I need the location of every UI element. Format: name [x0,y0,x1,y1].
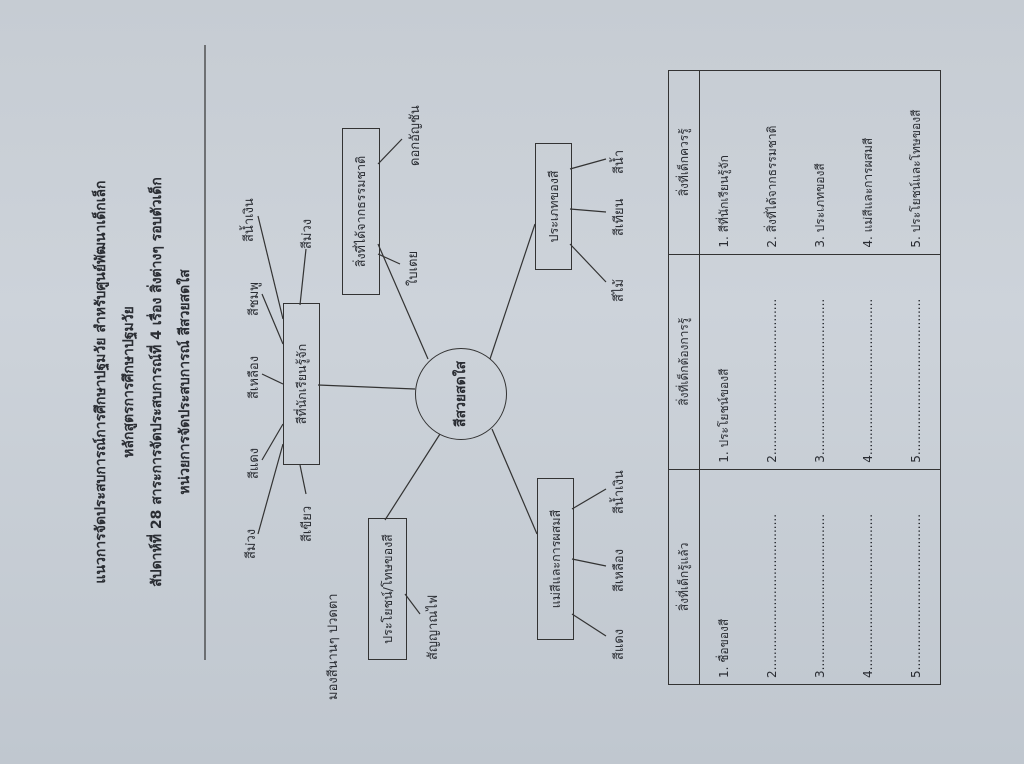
connector-nature [377,243,429,360]
leaf: สีชมพู [247,282,262,316]
leaf: มองสีนานๆ ปวดตา [326,593,341,700]
cell: 2.......................................… [765,298,779,463]
leaf: สีเหลือง [247,355,262,399]
cell: 5.......................................… [909,298,923,463]
kwl-table: สิ่งที่เด็กรู้แล้ว สิ่งที่เด็กต้องการรู้… [668,70,941,685]
connector-uses [384,433,441,521]
cell: 3.......................................… [813,298,827,463]
leaf: สีเหลือง [612,548,627,592]
branch-types: ประเภทของสี [535,143,572,270]
cell: 3.......................................… [813,513,827,678]
leaf: สัญญาณไฟ [426,594,441,660]
cell: 4. แม่สีและการผสมสี [861,137,875,248]
branch-primary-colors: แม่สีและการผสมสี [537,478,574,640]
leaf: สีม่วง [300,218,315,249]
leaf: ดอกอัญชัน [408,105,423,166]
cell: 1. สีที่นักเรียนรู้จัก [717,155,731,248]
branch-nature: สิ่งที่ได้จากธรรมชาติ [342,128,380,295]
header-should: สิ่งที่เด็กควรรู้ [668,70,700,255]
cell: 1. ประโยชน์ของสี [717,368,731,463]
connector-primary [491,428,538,535]
leaf: สีน้ำเงิน [242,198,257,242]
col-want: 1. ประโยชน์ของสี 2......................… [699,254,941,470]
center-topic-label: สีสวยสดใส [453,360,469,428]
leaf: สีม่วง [244,528,259,559]
cell: 4.......................................… [861,298,875,463]
cell: 4.......................................… [861,513,875,678]
leaf: สีเทียน [612,198,627,236]
leaf: สีเขียว [300,505,315,542]
header-known: สิ่งที่เด็กรู้แล้ว [668,469,700,685]
cell: 5. ประโยชน์และโทษของสี [909,109,923,248]
leaf: สีแดง [247,447,262,479]
leaf: สีน้ำ [612,149,627,174]
cell: 1. ชื่อของสี [717,618,731,678]
leaf: สีแดง [612,628,627,660]
connector-types [489,223,536,360]
cell: 2.......................................… [765,513,779,678]
col-should: 1. สีที่นักเรียนรู้จัก 2. สิ่งที่ได้จากธ… [699,70,941,255]
cell: 2. สิ่งที่ได้จากธรรมชาติ [765,125,779,248]
branch-known-colors: สีที่นักเรียนรู้จัก [283,303,320,465]
cell: 3. ประเภทของสี [813,163,827,248]
center-topic: สีสวยสดใส [415,348,507,440]
leaf: สีน้ำเงิน [612,470,627,514]
leaf: ใบเตย [406,250,421,286]
branch-uses: ประโยชน์/โทษของสี [368,518,407,660]
leaf: สีไม้ [612,278,627,302]
col-known: 1. ชื่อของสี 2..........................… [699,469,941,685]
header-want: สิ่งที่เด็กต้องการรู้ [668,254,700,470]
connector-known [317,384,416,390]
cell: 5.......................................… [909,513,923,678]
